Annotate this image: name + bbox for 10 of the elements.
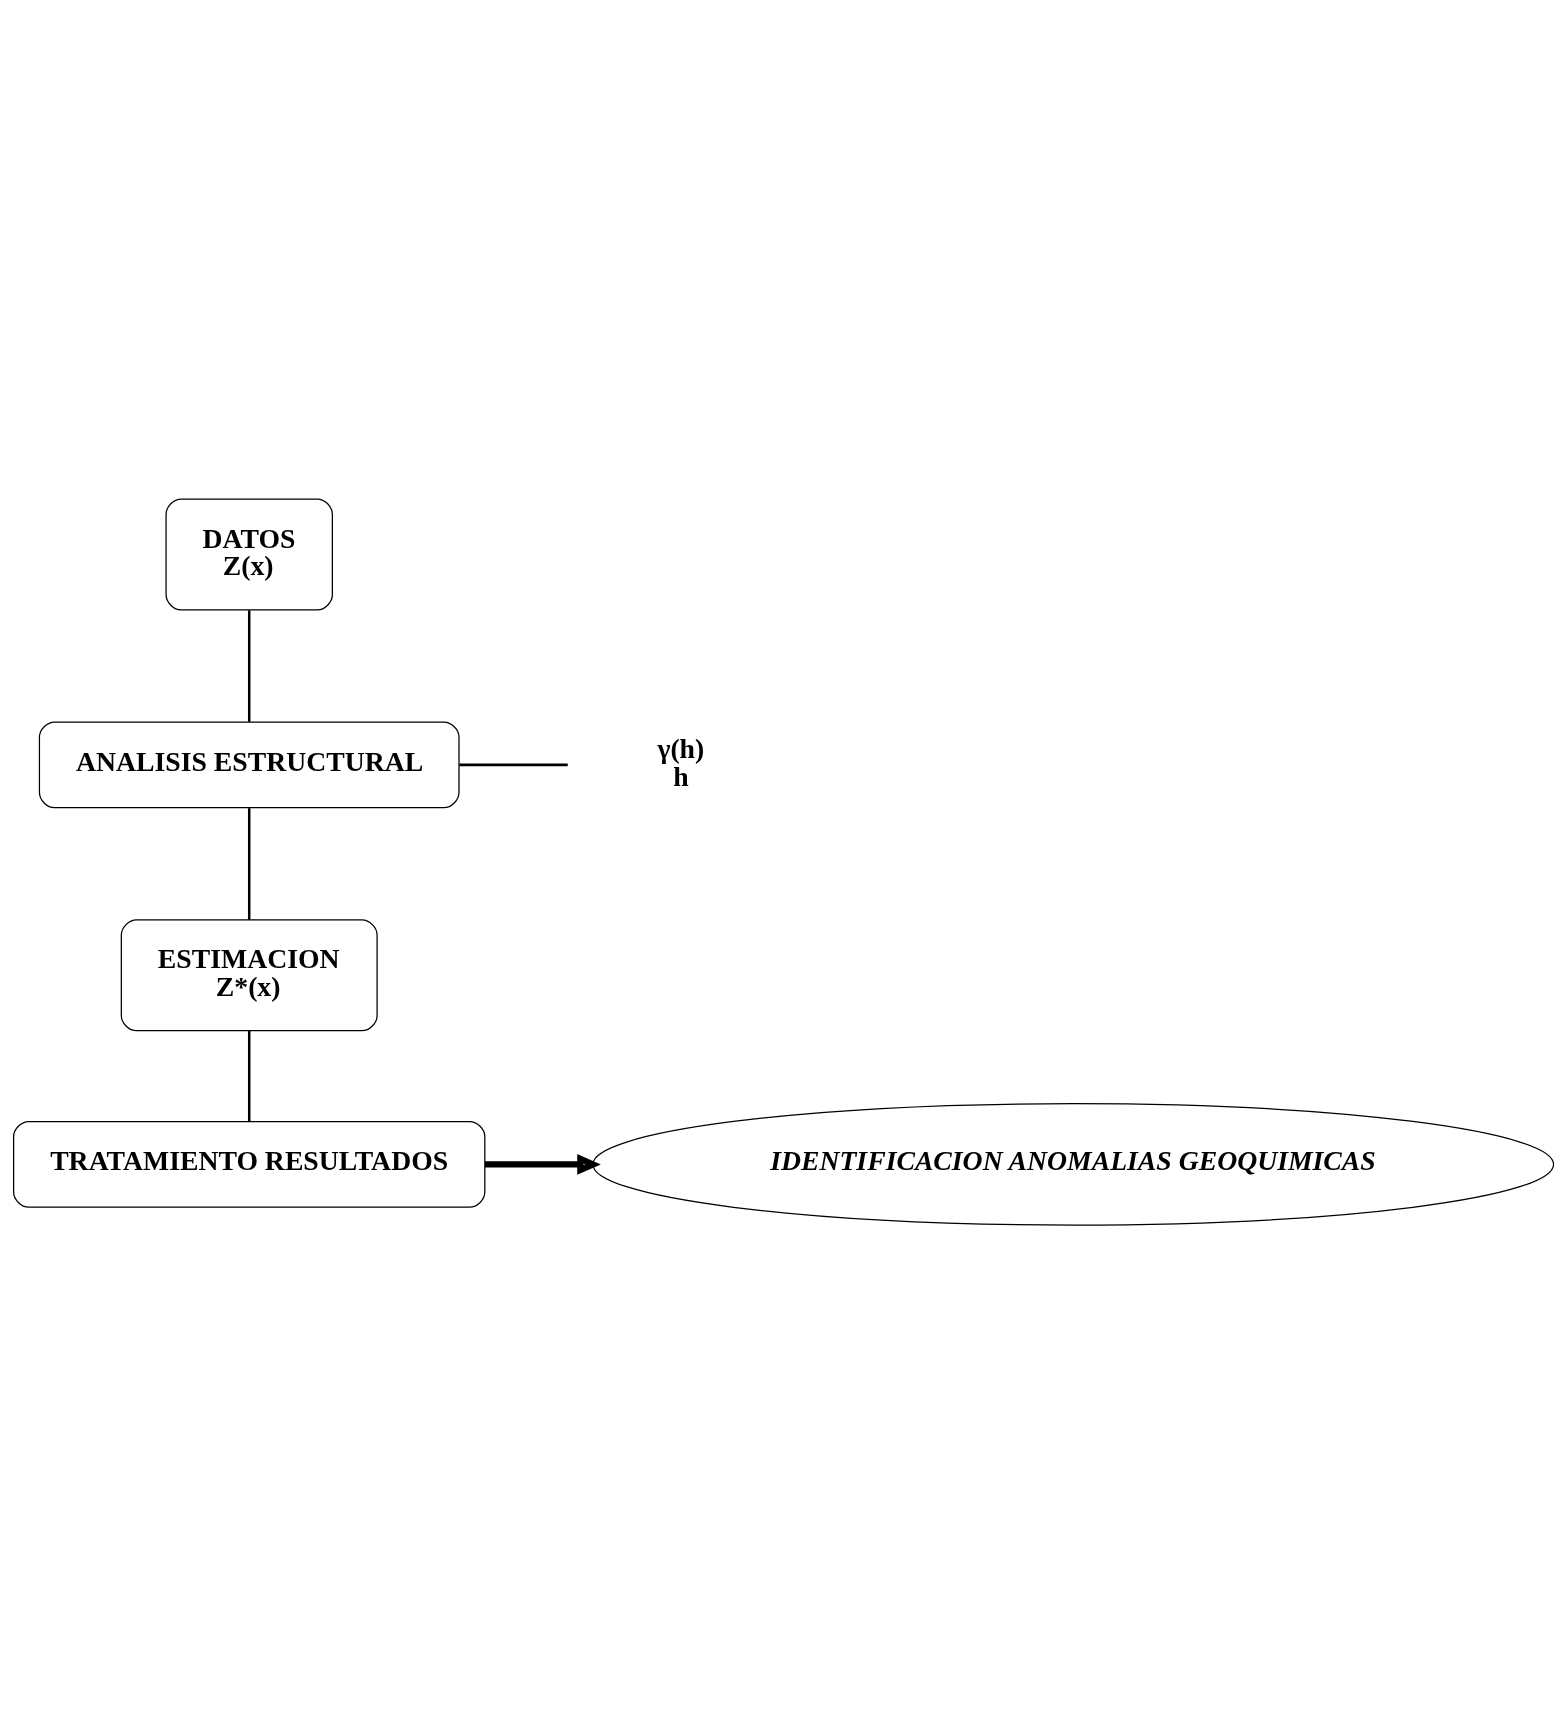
connector [459, 763, 568, 767]
node-box: TRATAMIENTO RESULTADOS [12, 1120, 486, 1208]
node-box: DATOS Z(x) [165, 498, 333, 611]
node-text: γ(h) h [657, 733, 705, 792]
connector [247, 610, 251, 722]
connector [247, 808, 251, 920]
connector [247, 1031, 251, 1122]
node-box: ANALISIS ESTRUCTURAL [38, 721, 460, 809]
node-box: ESTIMACION Z*(x) [120, 919, 378, 1032]
node-ellipse: IDENTIFICACION ANOMALIAS GEOQUIMICAS [592, 1103, 1555, 1226]
